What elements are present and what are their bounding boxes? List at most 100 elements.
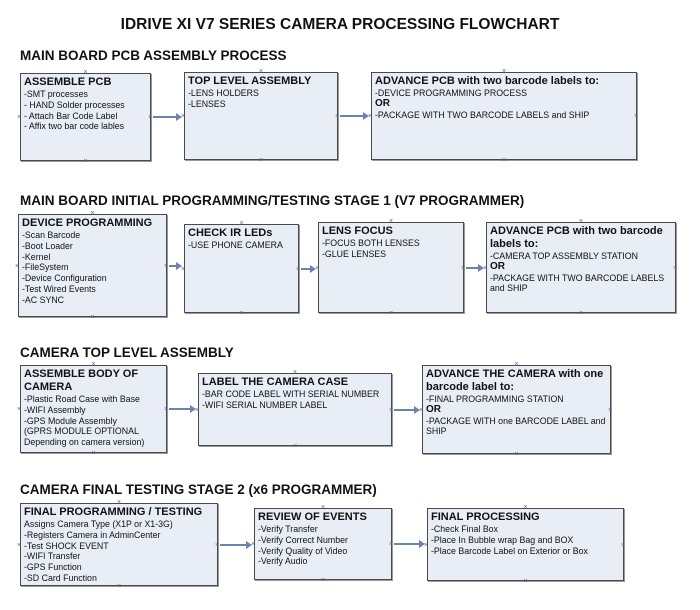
connection-point-icon: × [259, 68, 264, 75]
process-box-title: ADVANCE PCB with two barcode labels to: [375, 75, 600, 87]
process-step: -PACKAGE WITH TWO BARCODE LABELS and SHI… [490, 272, 665, 294]
process-step: -GPS Function [24, 562, 82, 573]
process-step: -FINAL PROGRAMMING STATION [426, 394, 564, 404]
process-box: LABEL THE CAMERA CASE-BAR CODE LABEL WIT… [198, 373, 392, 446]
connection-point-icon: × [523, 504, 528, 511]
process-box-title: LENS FOCUS [322, 225, 393, 237]
connection-point-icon: × [17, 541, 22, 549]
process-step: -LENS HOLDERS [188, 88, 259, 98]
process-step: - Attach Bar Code Label [24, 110, 118, 121]
connection-point-icon: × [579, 310, 584, 317]
section-title: MAIN BOARD INITIAL PROGRAMMING/TESTING S… [20, 193, 525, 208]
arrow-connector [169, 405, 196, 413]
process-step: -Registers Camera in AdminCenter [24, 529, 161, 540]
process-step: -Test Wired Events [22, 283, 96, 294]
section-title: CAMERA TOP LEVEL ASSEMBLY [20, 345, 234, 360]
process-step: OR [375, 97, 390, 109]
process-step: -DEVICE PROGRAMMING PROCESS [375, 88, 528, 98]
section-title: CAMERA FINAL TESTING STAGE 2 (x6 PROGRAM… [20, 482, 377, 497]
process-box-title: TOP LEVEL ASSEMBLY [188, 75, 312, 87]
connection-point-icon: × [90, 314, 95, 321]
process-step: (GPRS MODULE OPTIONAL Depending on camer… [24, 426, 145, 448]
process-box: CHECK IR LEDs-USE PHONE CAMERA [184, 224, 299, 313]
process-step: -Verify Audio [258, 556, 308, 567]
process-step: -PACKAGE WITH TWO BARCODE LABELS and SHI… [375, 109, 590, 120]
process-box-title: FINAL PROGRAMMING / TESTING [24, 506, 203, 518]
process-step: -PACKAGE WITH one BARCODE LABEL and SHIP [426, 415, 606, 437]
process-step: -GLUE LENSES [322, 248, 387, 259]
process-step: -Test SHOCK EVENT [24, 540, 109, 551]
connection-point-icon: × [91, 361, 96, 368]
connection-point-icon: × [259, 157, 264, 164]
connection-point-icon: × [90, 210, 95, 217]
arrow-connector [169, 261, 182, 270]
connection-point-icon: × [368, 113, 373, 120]
connection-point-icon: × [514, 361, 519, 368]
connection-point-icon: × [461, 264, 466, 272]
process-box: ASSEMBLE PCB -SMT processes- HAND Solder… [20, 73, 151, 161]
process-step: -FOCUS BOTH LENSES [322, 238, 420, 248]
process-step: -WIFI SERIAL NUMBER LABEL [202, 399, 328, 410]
process-step: -SMT processes [24, 89, 88, 99]
process-step: -LENSES [188, 98, 226, 109]
connection-point-icon: × [195, 406, 200, 414]
connection-point-icon: × [389, 541, 394, 548]
process-step: -Kernel [22, 251, 51, 262]
process-step: -Verify Quality of Video [258, 545, 348, 556]
process-box-title: ASSEMBLE BODY OF CAMERA [24, 368, 139, 393]
connection-point-icon: × [523, 578, 528, 585]
connection-point-icon: × [293, 443, 298, 450]
process-step: -FileSystem [22, 262, 69, 273]
process-step: -Verify Correct Number [258, 534, 348, 545]
process-step: -GPS Module Assembly [24, 415, 117, 426]
connection-point-icon: × [148, 114, 153, 121]
connection-point-icon: × [296, 265, 301, 273]
connection-point-icon: × [502, 68, 507, 75]
connection-point-icon: × [83, 69, 88, 76]
connection-point-icon: × [579, 218, 584, 225]
process-box: ADVANCE PCB with two barcode labels to:-… [486, 222, 676, 313]
process-step: -Place Barcode Label on Exterior or Box [431, 545, 588, 556]
process-step: -Device Configuration [22, 273, 107, 284]
process-box: ADVANCE PCB with two barcode labels to:-… [371, 72, 637, 160]
connection-point-icon: × [17, 406, 22, 413]
connection-point-icon: × [181, 265, 186, 273]
connection-point-icon: × [164, 406, 169, 413]
process-box-title: DEVICE PROGRAMMING [22, 217, 153, 229]
process-step: -USE PHONE CAMERA [188, 240, 283, 250]
connection-point-icon: × [514, 451, 519, 458]
connection-point-icon: × [239, 310, 244, 317]
connection-point-icon: × [673, 264, 678, 272]
connection-point-icon: × [239, 220, 244, 227]
connection-point-icon: × [424, 541, 429, 549]
process-step: -BAR CODE LABEL WITH SERIAL NUMBER [202, 389, 380, 399]
process-step: -AC SYNC [22, 294, 65, 305]
process-box: TOP LEVEL ASSEMBLY-LENS HOLDERS-LENSES [184, 72, 338, 160]
process-step: -SD Card Function [24, 572, 97, 583]
connection-point-icon: × [15, 262, 20, 270]
connection-point-icon: × [389, 406, 394, 414]
connection-point-icon: × [389, 218, 394, 225]
flowchart-title: IDRIVE XI V7 SERIES CAMERA PROCESSING FL… [120, 16, 560, 33]
section-title: MAIN BOARD PCB ASSEMBLY PROCESS [20, 48, 287, 63]
connection-point-icon: × [117, 583, 122, 590]
connection-point-icon: × [251, 541, 256, 548]
connection-point-icon: × [293, 369, 298, 376]
arrow-connector [340, 112, 369, 120]
process-box: ASSEMBLE BODY OF CAMERA-Plastic Road Cas… [20, 365, 167, 453]
process-step: -WIFI Assembly [24, 404, 86, 415]
connection-point-icon: × [608, 406, 613, 414]
connection-point-icon: × [335, 113, 340, 120]
connection-point-icon: × [315, 264, 320, 272]
connection-point-icon: × [164, 262, 169, 270]
process-step: Assigns Camera Type (X1P or X1-3G) [24, 519, 173, 529]
process-box-title: FINAL PROCESSING [431, 511, 540, 523]
process-step: - Affix two bar code lables [24, 121, 125, 132]
process-step: OR [490, 260, 505, 272]
process-step: -Scan Barcode [22, 230, 81, 240]
connection-point-icon: × [621, 541, 626, 549]
process-box: FINAL PROCESSING -Check Final Box-Place … [427, 508, 624, 581]
process-step: -Boot Loader [22, 240, 73, 251]
connection-point-icon: × [483, 264, 488, 272]
